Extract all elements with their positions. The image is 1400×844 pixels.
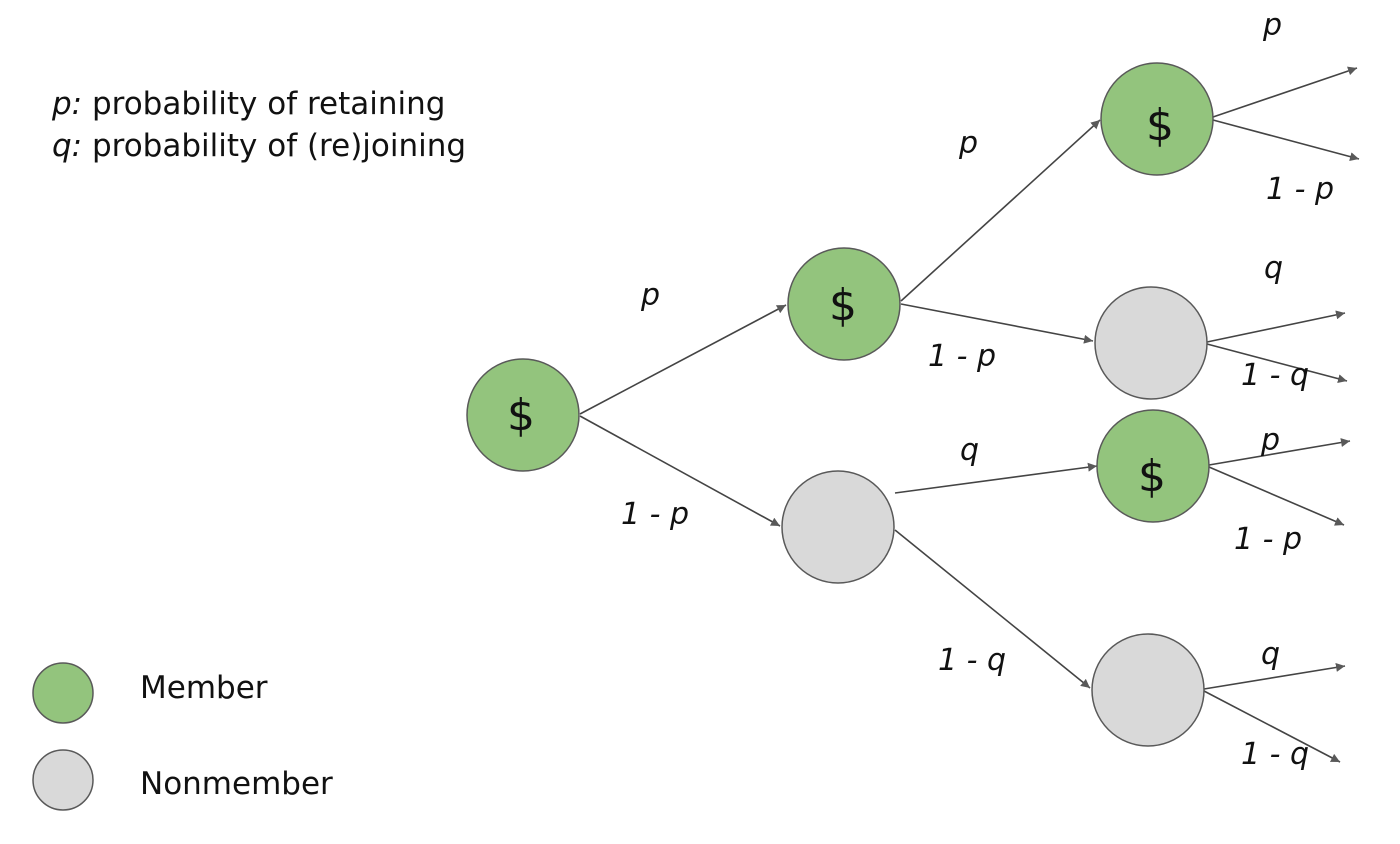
- member-node-circle: [1100, 62, 1214, 176]
- edge-n1a-n2b: [900, 303, 1094, 344]
- edge-n2b-up: [1206, 310, 1346, 343]
- edge-n2b-down: [1206, 343, 1348, 384]
- node-level1-nonmember: [781, 470, 895, 584]
- legend-member-swatch: [32, 662, 94, 724]
- edge-label-n1a-n2b: 1 - p: [928, 339, 996, 374]
- definition-q: q: probability of (re)joining: [52, 128, 466, 164]
- edge-label-n1a-n2a: p: [958, 126, 978, 161]
- edge-n1a-n2a: [900, 119, 1101, 302]
- definition-q-symbol: q:: [52, 128, 83, 164]
- edge-label-n0-n1b: 1 - p: [621, 497, 689, 532]
- edge-n0-n1a: [579, 304, 787, 415]
- edge-label-n1b-n2c: q: [960, 433, 979, 468]
- member-node-circle: [787, 247, 901, 361]
- edge-label-n2b-down: 1 - q: [1241, 358, 1309, 393]
- definition-p: p: probability of retaining: [52, 86, 445, 122]
- dollar-icon: $: [507, 390, 535, 441]
- edge-label-n2a-up: p: [1262, 8, 1282, 43]
- dollar-icon: $: [1146, 100, 1174, 151]
- nonmember-node-circle: [1091, 633, 1205, 747]
- dollar-icon: $: [829, 280, 857, 331]
- legend-nonmember-label: Nonmember: [140, 766, 333, 802]
- edge-n2d-up: [1203, 663, 1346, 690]
- edge-label-n2c-down: 1 - p: [1234, 522, 1302, 557]
- node-root: $: [466, 358, 580, 472]
- edge-label-n2c-up: p: [1260, 423, 1280, 458]
- edge-n2c-down: [1208, 466, 1345, 526]
- edge-n0-n1b: [579, 415, 781, 527]
- edge-label-n1b-n2d: 1 - q: [938, 643, 1006, 678]
- edge-label-n2a-down: 1 - p: [1266, 172, 1334, 207]
- edge-n1b-n2d: [894, 529, 1091, 689]
- node-level2-nonmember-top: [1094, 286, 1208, 400]
- edge-n2a-up: [1212, 66, 1358, 118]
- node-level2-member-top: $: [1100, 62, 1214, 176]
- nonmember-node-circle: [781, 470, 895, 584]
- node-level1-member: $: [787, 247, 901, 361]
- edge-n1b-n2c: [894, 462, 1098, 494]
- dollar-icon: $: [1138, 451, 1166, 502]
- legend-member-label: Member: [140, 670, 268, 706]
- edge-n2c-up: [1208, 438, 1351, 466]
- legend-nonmember-swatch: [32, 749, 94, 811]
- member-node-circle: [466, 358, 580, 472]
- edge-n2d-down: [1203, 690, 1341, 763]
- edge-label-n2d-down: 1 - q: [1241, 737, 1309, 772]
- member-node-circle: [1096, 409, 1210, 523]
- edge-label-n0-n1a: p: [640, 278, 660, 313]
- node-level2-member-bottom: $: [1096, 409, 1210, 523]
- node-level2-nonmember-bottom: [1091, 633, 1205, 747]
- definition-q-text: probability of (re)joining: [82, 128, 467, 164]
- edge-label-n2b-up: q: [1264, 251, 1283, 286]
- tree-edges: [579, 66, 1360, 763]
- definition-p-text: probability of retaining: [82, 86, 446, 122]
- edge-n2a-down: [1212, 119, 1360, 162]
- edge-label-n2d-up: q: [1261, 637, 1280, 672]
- definition-p-symbol: p:: [52, 86, 83, 122]
- nonmember-node-circle: [1094, 286, 1208, 400]
